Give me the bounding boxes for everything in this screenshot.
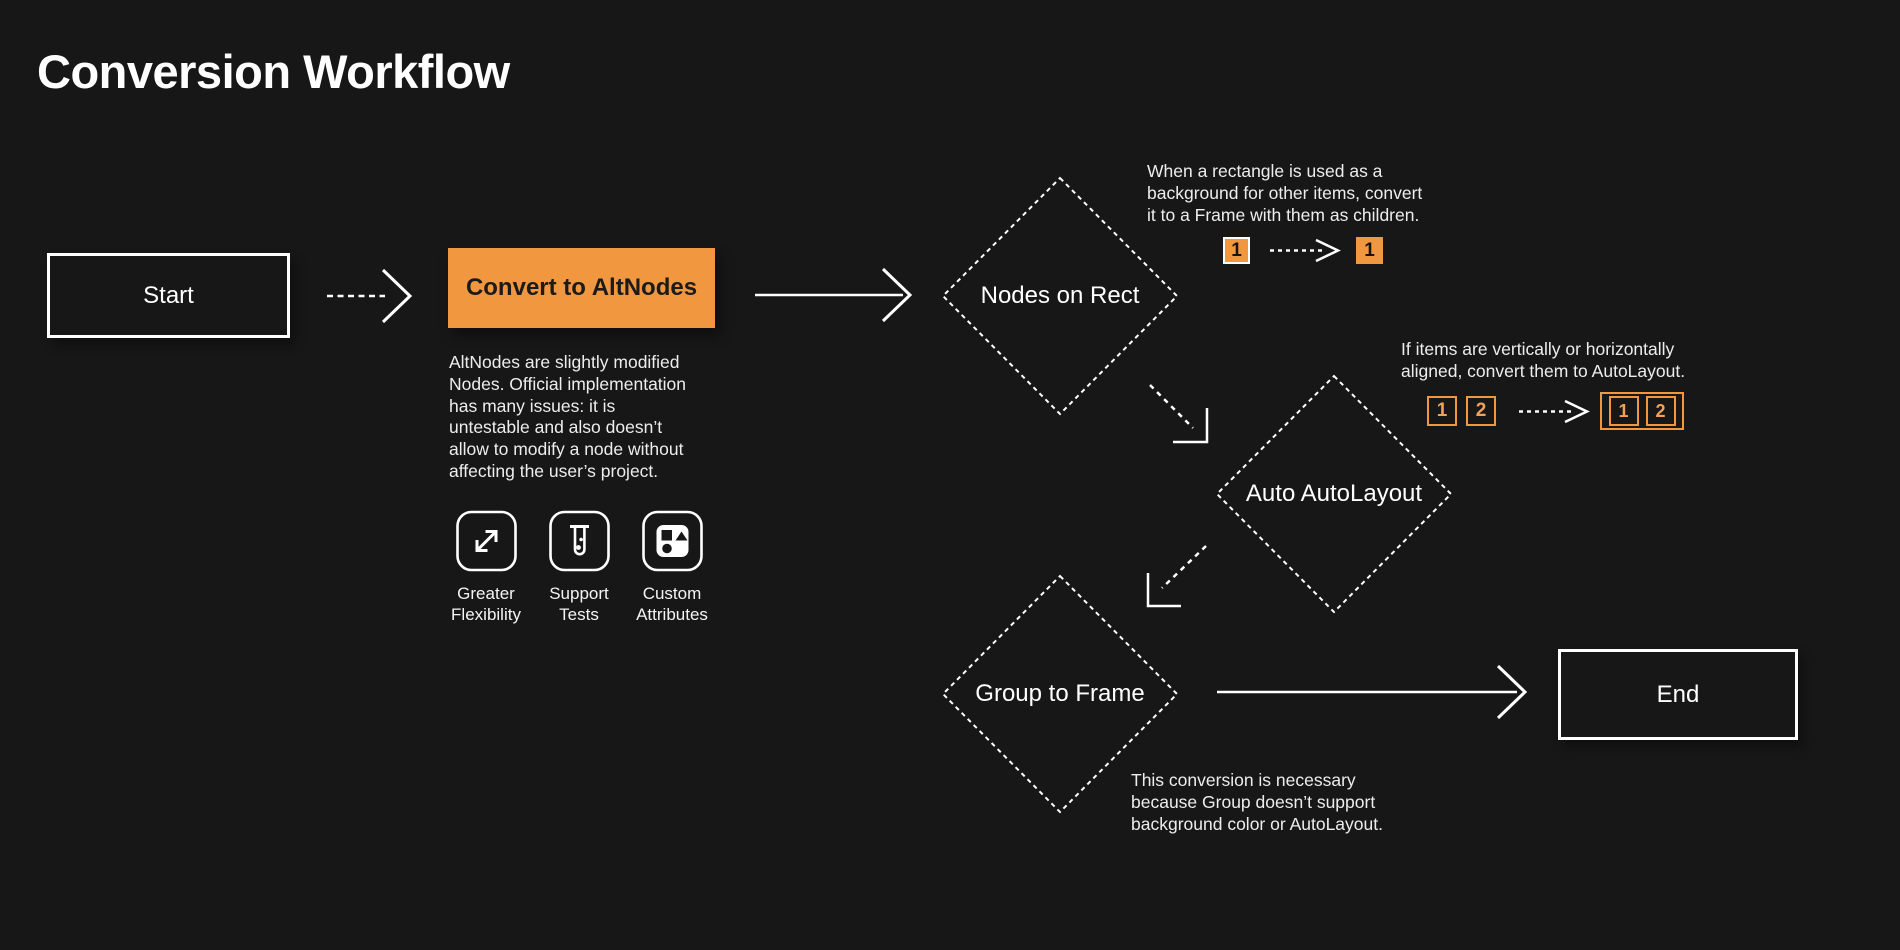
decision-label: Nodes on Rect: [980, 282, 1140, 309]
convert-node: Convert to AltNodes: [448, 248, 715, 328]
decision-group-to-frame-shape: [941, 574, 1179, 814]
shapes-icon: [641, 510, 704, 572]
decision-nodes-on-rect-shape: [941, 176, 1179, 416]
page-title: Conversion Workflow: [37, 45, 510, 98]
decision-label: Auto AutoLayout: [1245, 480, 1423, 507]
arrow-items-to-autolayout-mini: [1519, 399, 1590, 424]
feature-support-tests: Support Tests: [523, 510, 635, 625]
arrow-rect-to-frame-mini: [1270, 238, 1341, 263]
autolayout-grouped-item-2: 2: [1645, 396, 1676, 426]
decision-auto-autolayout-shape: [1215, 374, 1453, 614]
expand-icon: [455, 510, 518, 572]
group-to-frame-note: This conversion is necessary because Gro…: [1131, 770, 1383, 834]
autolayout-group-badge: 1 2: [1600, 392, 1684, 430]
convert-node-label: Convert to AltNodes: [465, 274, 698, 301]
frame-after-badge: 1: [1356, 237, 1383, 264]
decision-label: Group to Frame: [975, 680, 1145, 707]
feature-label: Greater Flexibility: [451, 584, 521, 624]
altnodes-note: AltNodes are slightly modified Nodes. Of…: [449, 352, 687, 481]
autolayout-grouped-item-1: 1: [1608, 396, 1639, 426]
feature-label: Support Tests: [549, 584, 609, 624]
decision-group-to-frame: Group to Frame: [941, 574, 1179, 814]
rect-before-badge: 1: [1223, 237, 1250, 264]
arrow-convert-to-nodes-on-rect: [755, 267, 913, 323]
start-node-label: Start: [143, 281, 194, 309]
end-node-label: End: [1656, 680, 1700, 708]
end-node: End: [1558, 649, 1798, 740]
feature-greater-flexibility: Greater Flexibility: [430, 510, 542, 625]
autolayout-note: If items are vertically or horizontally …: [1401, 339, 1686, 381]
start-node: Start: [47, 253, 290, 338]
nodes-on-rect-note: When a rectangle is used as a background…: [1147, 161, 1423, 225]
arrow-nodes-on-rect-to-auto-autolayout: [1149, 384, 1209, 444]
arrow-start-to-convert: [327, 268, 413, 324]
feature-label: Custom Attributes: [636, 584, 708, 624]
decision-nodes-on-rect: Nodes on Rect: [941, 176, 1179, 416]
arrow-auto-autolayout-to-group-to-frame: [1146, 545, 1207, 608]
decision-auto-autolayout: Auto AutoLayout: [1215, 374, 1453, 614]
arrow-group-to-frame-to-end: [1217, 664, 1528, 720]
autolayout-item-1-badge: 1: [1427, 396, 1457, 426]
autolayout-item-2-badge: 2: [1466, 396, 1496, 426]
feature-custom-attributes: Custom Attributes: [616, 510, 728, 625]
test-tube-icon: [548, 510, 611, 572]
